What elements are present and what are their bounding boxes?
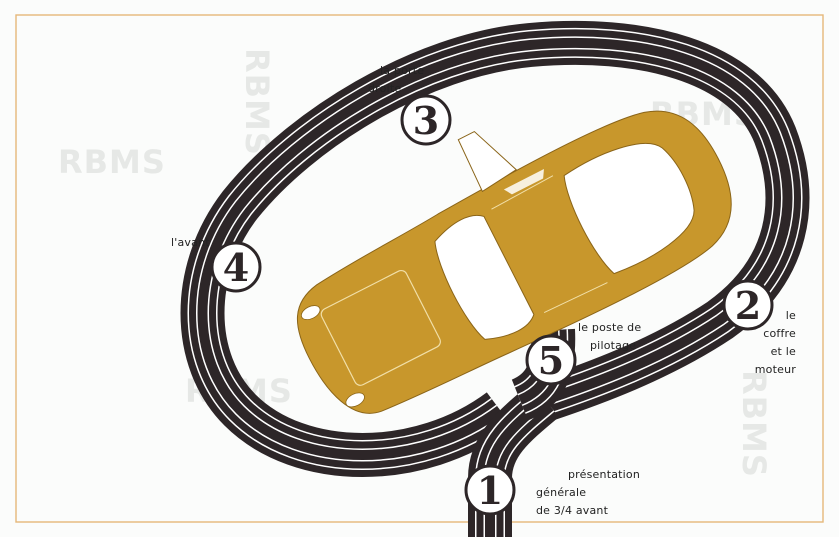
station-marker-3: 3 [400, 94, 452, 146]
station-label-2: le coffre et le moteur [748, 307, 796, 379]
station-marker-5: 5 [525, 334, 577, 386]
label-line: et le [770, 345, 796, 358]
page-frame [15, 14, 824, 523]
station-badge [464, 464, 516, 516]
station-number: 1 [477, 468, 503, 513]
label-line: présentation [568, 468, 641, 481]
label-line: pilotage [590, 339, 637, 352]
watermark: RBMS [58, 143, 166, 181]
car-headlight [300, 305, 321, 320]
station-number: 5 [538, 338, 564, 383]
label-line: le poste de [578, 321, 642, 334]
station-badge [722, 279, 774, 331]
station-badge [400, 94, 452, 146]
station-markers: 1 2 3 4 5 [210, 94, 774, 516]
station-number: 4 [223, 245, 249, 290]
car-side-vent [503, 169, 544, 195]
station-badge [525, 334, 577, 386]
station-number: 2 [735, 283, 761, 328]
station-marker-4: 4 [210, 241, 262, 293]
station-number: 3 [413, 98, 439, 143]
watermark: RBMS [238, 48, 276, 156]
station-marker-1: 1 [464, 464, 516, 516]
car-rear-window [563, 143, 695, 275]
watermark: RBMS [735, 370, 773, 478]
label-line: de 3/4 avant [536, 504, 609, 517]
label-line: coffre [763, 327, 796, 340]
label-line: la porte [380, 64, 425, 77]
label-line: le [785, 309, 796, 322]
car-hood-panel [320, 269, 441, 386]
label-line: droite [368, 82, 402, 95]
station-marker-2: 2 [722, 279, 774, 331]
label-line: l'avant [171, 236, 210, 249]
car-top-view [297, 110, 732, 414]
car-headlight [345, 392, 365, 408]
station-label-5: le poste de pilotage [578, 319, 641, 355]
car-windshield [434, 214, 535, 340]
station-label-4: l'avant [171, 234, 210, 252]
station-badge [210, 241, 262, 293]
station-label-3: la porte droite [368, 62, 425, 98]
label-line: générale [536, 486, 587, 499]
label-line: moteur [754, 363, 796, 376]
car-roof-line [491, 175, 608, 314]
station-label-1: présentation générale de 3/4 avant [536, 466, 640, 520]
car-open-door [457, 130, 518, 193]
